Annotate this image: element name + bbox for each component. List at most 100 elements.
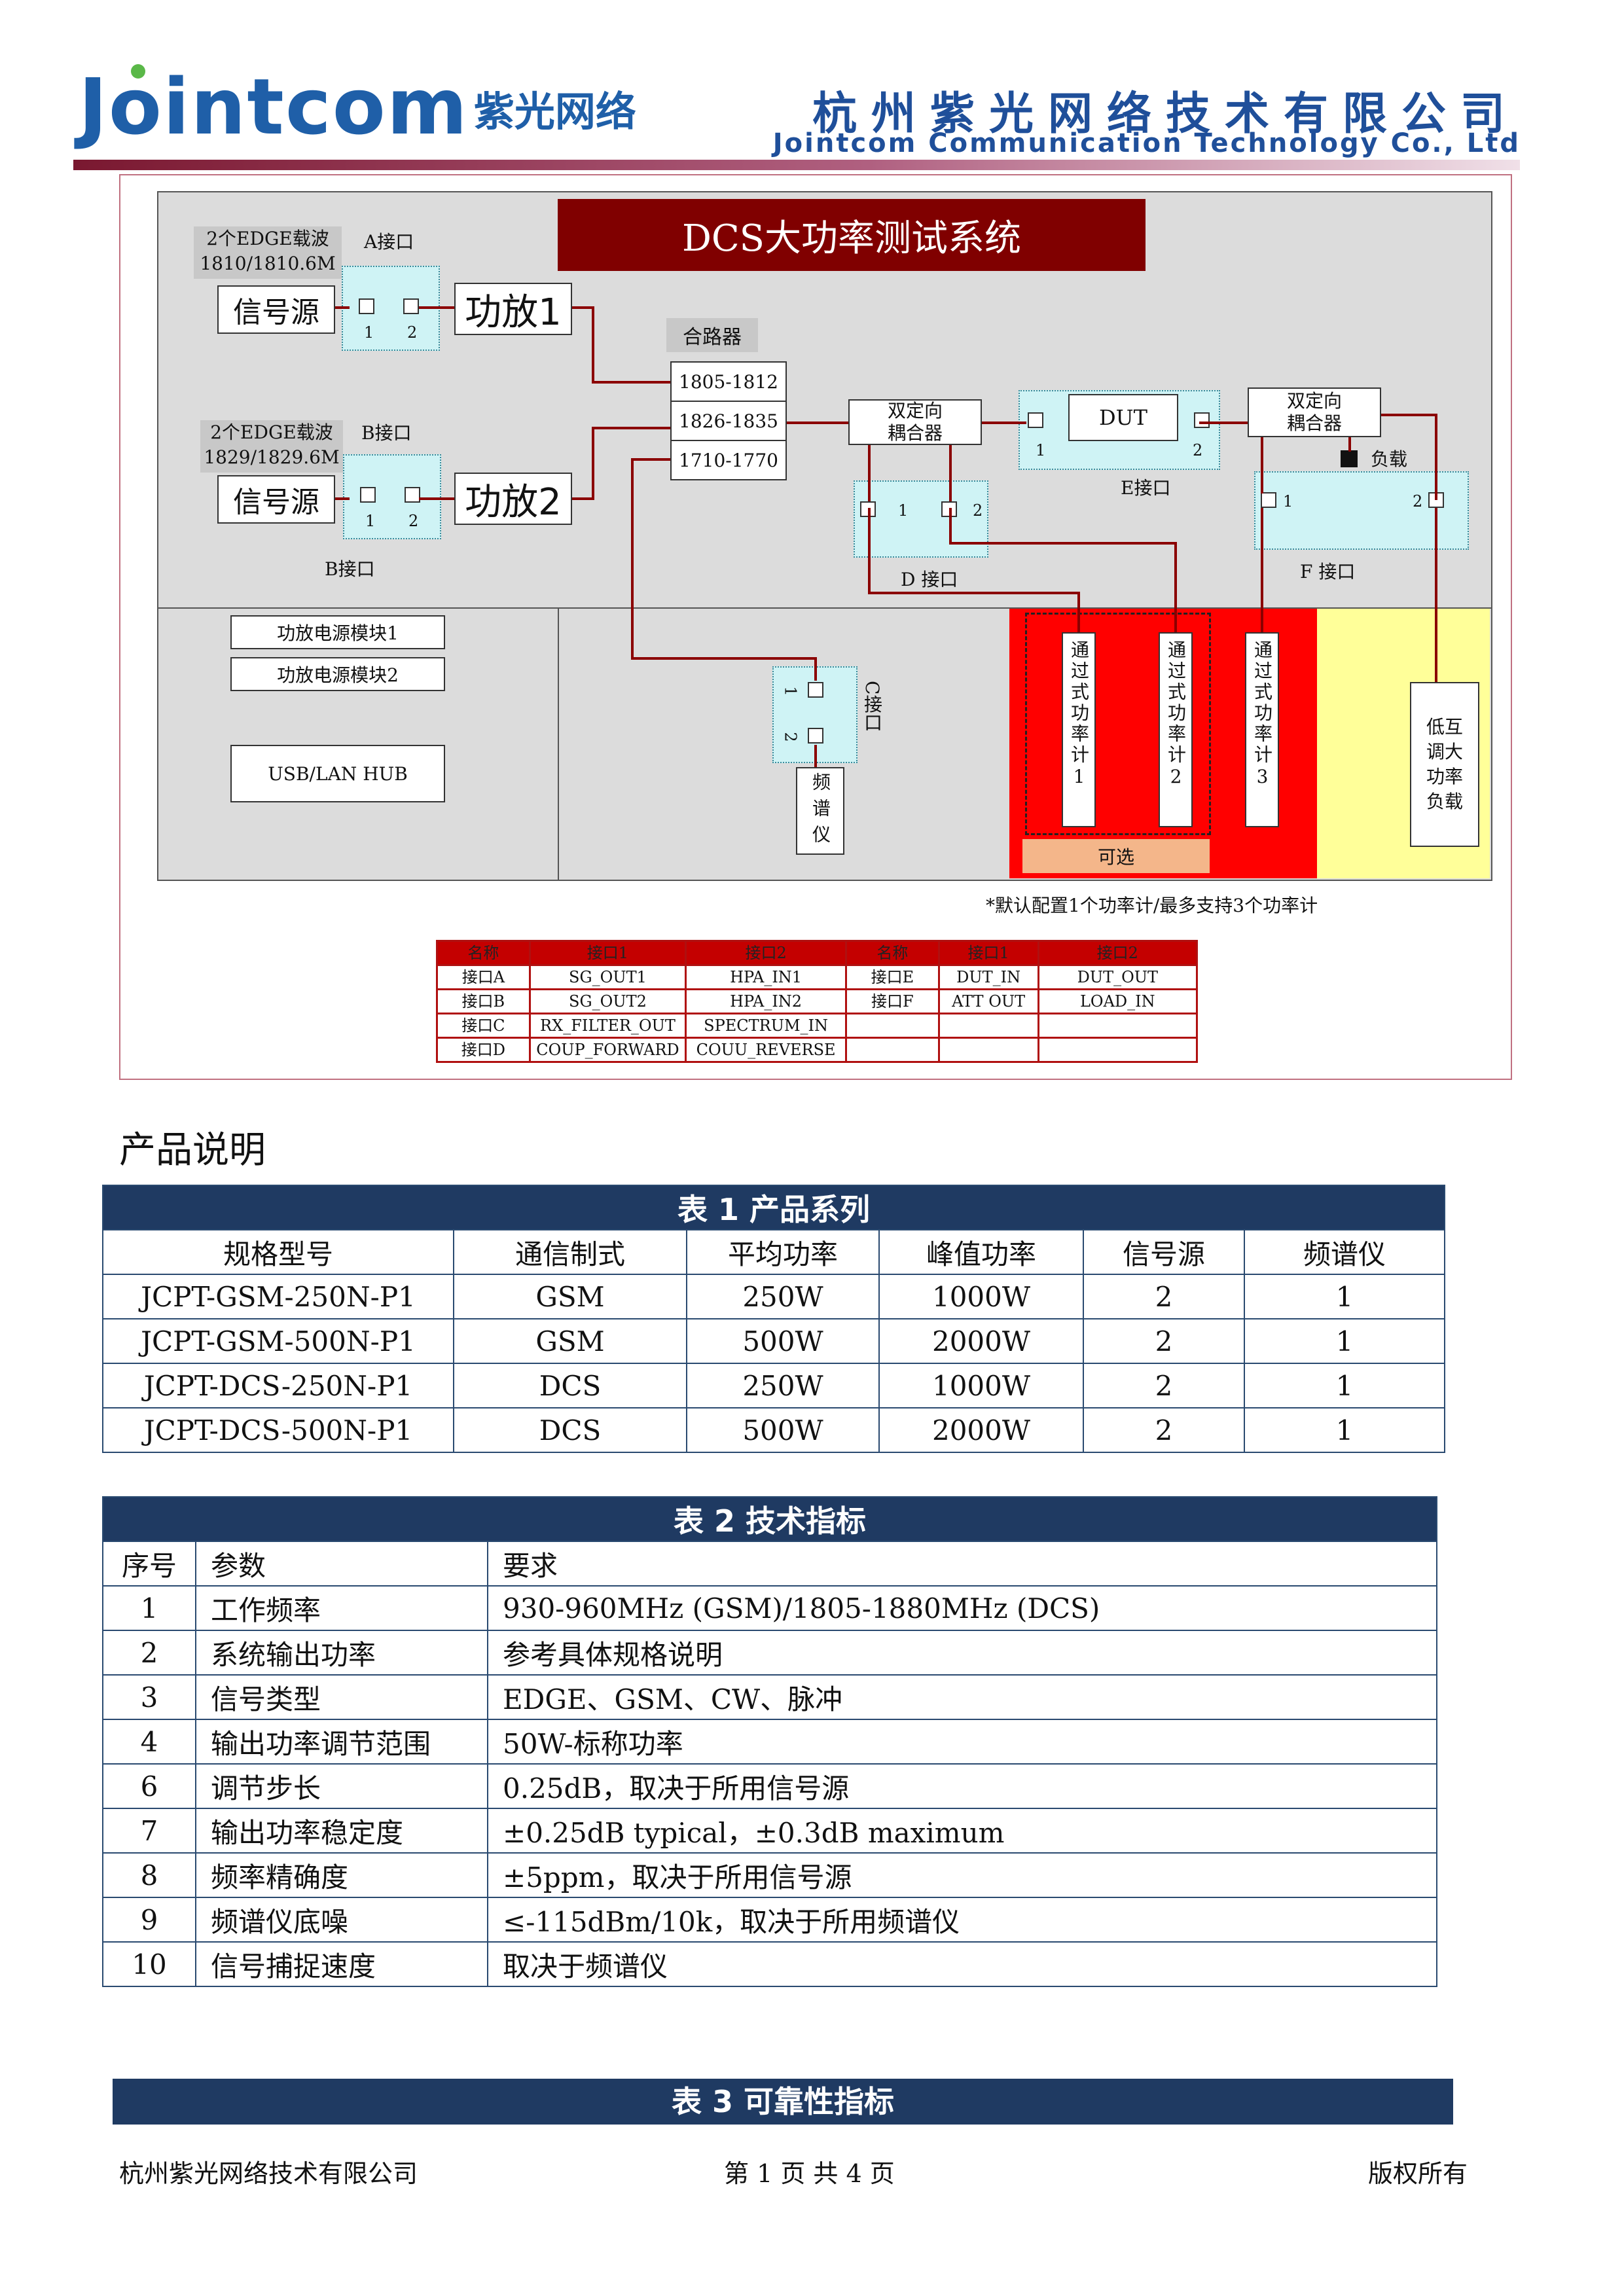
- port-a-label: A接口: [364, 231, 414, 253]
- combiner-band-3: 1710-1770: [670, 440, 787, 480]
- port-d-label: D 接口: [901, 569, 958, 590]
- port-f-1: [1261, 492, 1276, 508]
- port-f-label: F 接口: [1300, 561, 1356, 583]
- wire: [868, 592, 1079, 594]
- wire: [335, 497, 350, 500]
- wire: [631, 458, 670, 461]
- power-meter-2: 通过式功率计2: [1159, 632, 1193, 827]
- wire: [1174, 542, 1177, 632]
- wire: [631, 657, 816, 660]
- logo-text: Jointcom: [79, 62, 469, 152]
- port-b: 1 2: [343, 454, 441, 539]
- cabinet-divider: [157, 607, 1492, 609]
- port-d: 1 2: [854, 480, 988, 558]
- load-label: 负载: [1371, 448, 1408, 470]
- signal-source-b: 信号源: [217, 475, 335, 524]
- psu-module-1: 功放电源模块1: [230, 615, 445, 649]
- meter-note: *默认配置1个功率计/最多支持3个功率计: [986, 895, 1318, 916]
- port-c-label: C接口: [861, 681, 883, 732]
- wire: [419, 497, 454, 500]
- wire: [1261, 437, 1263, 493]
- combiner-label: 合路器: [666, 318, 758, 352]
- directional-coupler-2: 双定向 耦合器: [1248, 387, 1381, 437]
- combiner-band-2: 1826-1835: [670, 401, 787, 441]
- combiner-band-1: 1805-1812: [670, 361, 787, 402]
- table2-header: 序号 参数 要求: [102, 1541, 1437, 1587]
- diagram-title: DCS大功率测试系统: [558, 199, 1146, 271]
- company-name-cn: 杭州紫光网络技术有限公司: [812, 88, 1519, 140]
- wire: [1381, 414, 1436, 416]
- wire: [868, 508, 871, 593]
- wire: [631, 458, 634, 658]
- table2-caption: 表 2 技术指标: [102, 1496, 1437, 1542]
- cabinet-divider-v1: [558, 607, 559, 880]
- wire: [572, 497, 593, 500]
- psu-module-2: 功放电源模块2: [230, 657, 445, 691]
- table1-header: 规格型号 通信制式 平均功率 峰值功率 信号源 频谱仪: [102, 1229, 1445, 1275]
- directional-coupler-1: 双定向 耦合器: [848, 399, 982, 445]
- power-amp-1: 功放1: [454, 283, 572, 335]
- port-b-2: [405, 487, 420, 503]
- port-c-1: [808, 682, 823, 698]
- carrier-a-label: 2个EDGE载波 1810/1810.6M: [194, 226, 342, 279]
- wire: [1348, 437, 1351, 452]
- wire: [1261, 586, 1263, 632]
- power-meter-3: 通过式功率计3: [1245, 632, 1279, 827]
- footer-rights: 版权所有: [1368, 2159, 1468, 2188]
- wire: [814, 745, 817, 767]
- port-b-bottom-label: B接口: [325, 558, 375, 580]
- wire: [592, 427, 670, 429]
- port-e-2: [1194, 412, 1210, 428]
- wire: [949, 508, 952, 543]
- optional-dashed-area: [1025, 613, 1211, 835]
- footer-company: 杭州紫光网络技术有限公司: [119, 2159, 418, 2188]
- signal-source-a: 信号源: [217, 285, 335, 334]
- spectrum-analyzer: 频谱仪: [796, 767, 844, 855]
- logo-cn: 紫光网络: [473, 88, 636, 135]
- table1-caption: 表 1 产品系列: [102, 1185, 1445, 1230]
- port-e-label: E接口: [1121, 477, 1171, 499]
- product-series-table: 表 1 产品系列 规格型号 通信制式 平均功率 峰值功率 信号源 频谱仪 JCP…: [102, 1185, 1445, 1453]
- port-mapping-header: 名称 接口1 接口2 名称 接口1 接口2: [436, 940, 1199, 966]
- port-b-top-label: B接口: [361, 422, 412, 444]
- wire: [1261, 508, 1263, 588]
- port-c-2: [808, 728, 823, 744]
- table3-caption: 表 3 可靠性指标: [113, 2079, 1453, 2125]
- port-f: 1 2: [1254, 471, 1469, 550]
- wire: [949, 542, 1176, 545]
- power-amp-2: 功放2: [454, 473, 572, 525]
- port-b-1: [360, 487, 376, 503]
- wire: [868, 445, 871, 501]
- wire: [335, 306, 350, 309]
- usb-lan-hub: USB/LAN HUB: [230, 745, 445, 802]
- port-e-1: [1028, 412, 1043, 428]
- wire: [787, 422, 848, 424]
- wire: [592, 306, 594, 382]
- section-title: 产品说明: [119, 1129, 266, 1172]
- wire: [1199, 422, 1248, 424]
- wire: [949, 445, 952, 501]
- wire: [419, 306, 454, 309]
- optional-label: 可选: [1022, 839, 1210, 873]
- footer-page: 第 1 页 共 4 页: [724, 2159, 895, 2188]
- logo-dot-icon: [131, 64, 145, 79]
- header-rule: [73, 160, 1520, 170]
- wire: [592, 427, 594, 500]
- logo: Jointcom 紫光网络: [79, 60, 636, 152]
